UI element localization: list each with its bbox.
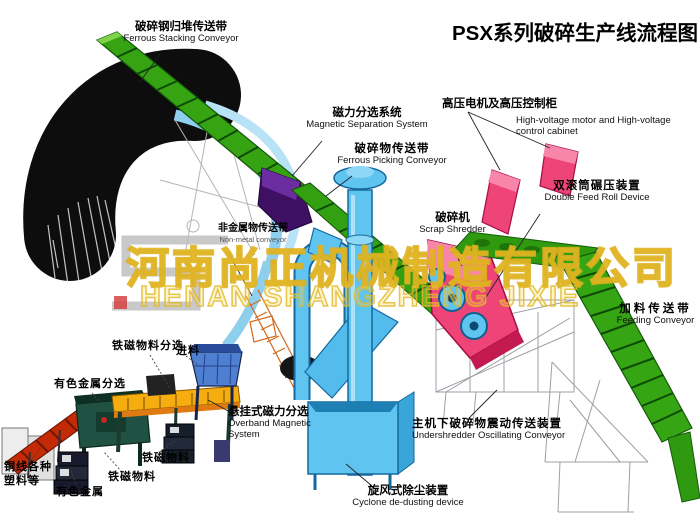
- sorting-plant-art: [1, 344, 243, 495]
- label-overband-magnet: 悬挂式磁力分选 Overband Magnetic System: [228, 406, 311, 440]
- label-nonferrous-sorting: 有色金属分选: [54, 378, 126, 390]
- label-feed-inlet: 进料: [176, 345, 200, 357]
- label-ferrous-picking-conveyor: 破碎物传送带 Ferrous Picking Conveyor: [337, 143, 447, 167]
- leader-lines: [139, 53, 551, 487]
- label-scrap-shredder: 破碎机 Scrap Shredder: [419, 212, 486, 236]
- label-ferrous-stacking-conveyor: 破碎钢归堆传送带 Ferrous Stacking Conveyor: [123, 21, 239, 45]
- company-logo-mark: [112, 235, 228, 311]
- bin-art: [214, 440, 230, 462]
- product-bins-art: [53, 423, 195, 495]
- cyclone-and-frame-art: [293, 166, 415, 490]
- label-ferro-sorting: 铁磁物料分选: [112, 340, 184, 352]
- feed-roll-gear-art: [428, 268, 446, 286]
- label-ferro-material-2: 铁磁物料: [142, 452, 190, 464]
- label-non-metal-conveyor: 非金属物传送带 Non-metal conveyor: [218, 223, 288, 244]
- label-copper-wire-plastics: 铜线各种 塑料等: [4, 461, 52, 487]
- label-magnetic-separation-system: 磁力分选系统 Magnetic Separation System: [306, 107, 428, 131]
- label-hv-cabinet-cn: 高压电机及高压控制柜: [442, 98, 557, 110]
- overband-magnet-art: [146, 374, 176, 396]
- truss-lines-art: [159, 114, 271, 256]
- clock-mark-icon: [186, 219, 200, 233]
- label-undershredder-conveyor: 主机下破碎物震动传送装置 Undershredder Oscillating C…: [412, 418, 566, 442]
- label-hv-cabinet-en: High-voltage motor and High-voltage cont…: [516, 115, 671, 137]
- scrap-shredder-art: [426, 143, 579, 370]
- label-nonferrous-metal: 有色金属: [56, 486, 104, 498]
- label-double-feed-roll: 双滚筒碾压装置 Double Feed Roll Device: [544, 180, 650, 204]
- page-title: PSX系列破碎生产线流程图: [452, 22, 699, 45]
- leader-lines-dotted: [31, 354, 203, 485]
- label-feeding-conveyor: 加料传送带 Feeding Conveyor: [616, 303, 695, 327]
- label-ferro-material-1: 铁磁物料: [108, 471, 156, 483]
- feeding-conveyor-art: [450, 231, 700, 503]
- label-cyclone-dedusting: 旋风式除尘装置 Cyclone de-dusting device: [352, 485, 464, 509]
- magnetic-separator-art: [257, 167, 313, 233]
